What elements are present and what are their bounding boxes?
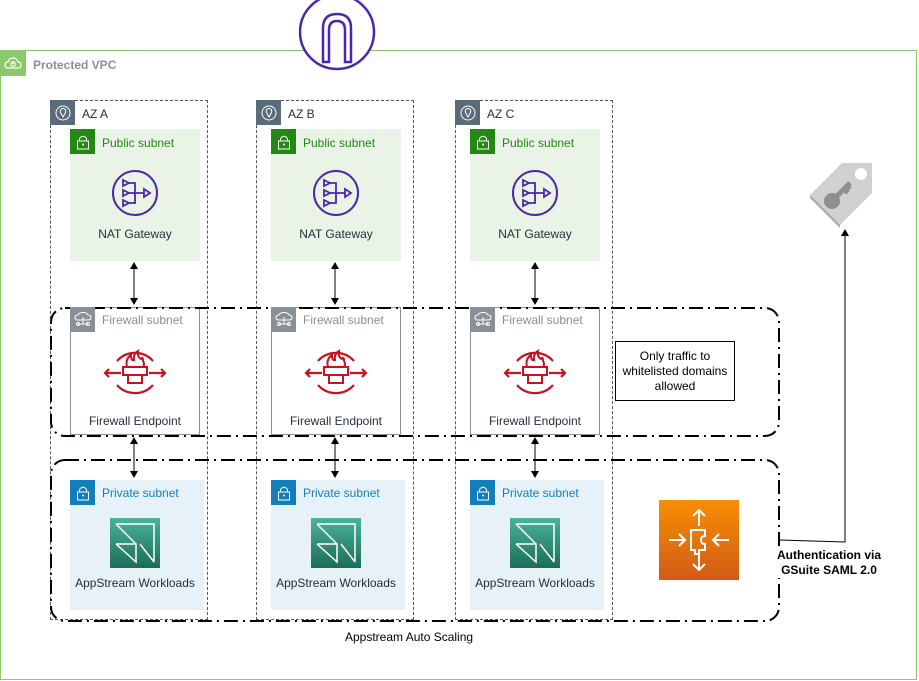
public-subnet-lock-icon <box>470 129 495 154</box>
firewall-subnet-label: Firewall subnet <box>502 313 583 327</box>
public-subnet-lock-icon <box>271 129 296 154</box>
firewall-endpoint-label: Firewall Endpoint <box>488 414 582 428</box>
appstream-label: AppStream Workloads <box>75 576 195 590</box>
auth-connector <box>779 229 849 543</box>
key-tag-icon <box>808 155 888 235</box>
az-pin-icon <box>256 100 281 125</box>
auth-line: GSuite SAML 2.0 <box>781 563 877 577</box>
nat-gateway-icon <box>510 168 560 223</box>
private-subnet-lock-icon <box>470 480 495 505</box>
nat-gateway-icon <box>311 168 361 223</box>
private-subnet-lock-icon <box>271 480 296 505</box>
vpc-cloud-lock-icon <box>0 50 26 76</box>
appstream-label: AppStream Workloads <box>475 576 595 590</box>
appstream-icon <box>510 518 560 573</box>
firewall-subnet-cloud-icon <box>70 307 95 332</box>
az-label: AZ A <box>82 107 109 121</box>
az-pin-icon <box>455 100 480 125</box>
private-subnet-label: Private subnet <box>303 486 380 500</box>
firewall-endpoint-label: Firewall Endpoint <box>289 414 383 428</box>
az-a-container <box>50 100 208 620</box>
internet-gateway-icon <box>297 0 377 77</box>
appstream-icon <box>311 518 361 573</box>
firewall-subnet-label: Firewall subnet <box>102 313 183 327</box>
nat-gateway-icon <box>110 168 160 223</box>
nat-gateway-label: NAT Gateway <box>299 227 373 241</box>
nat-gateway-label: NAT Gateway <box>498 227 572 241</box>
auto-scaling-group-label: Appstream Auto Scaling <box>345 630 474 644</box>
private-subnet-label: Private subnet <box>102 486 179 500</box>
vpc-label: Protected VPC <box>33 58 117 72</box>
note-line: allowed <box>654 378 696 393</box>
firewall-subnet-cloud-icon <box>271 307 296 332</box>
private-subnet-lock-icon <box>70 480 95 505</box>
public-subnet-label: Public subnet <box>502 136 575 150</box>
auto-scaling-icon <box>659 500 739 585</box>
az-label: AZ B <box>288 107 315 121</box>
az-pin-icon <box>50 100 75 125</box>
firewall-endpoint-icon <box>503 341 567 410</box>
firewall-subnet-cloud-icon <box>470 307 495 332</box>
vpc-container <box>0 50 917 680</box>
auth-line: Authentication via <box>777 548 882 562</box>
public-subnet-label: Public subnet <box>102 136 175 150</box>
appstream-icon <box>110 518 160 573</box>
az-b-container <box>256 100 414 620</box>
note-line: Only traffic to <box>639 348 711 363</box>
az-c-container <box>455 100 613 620</box>
appstream-label: AppStream Workloads <box>276 576 396 590</box>
public-subnet-lock-icon <box>70 129 95 154</box>
nat-gateway-label: NAT Gateway <box>98 227 172 241</box>
firewall-endpoint-icon <box>103 341 167 410</box>
firewall-subnet-label: Firewall subnet <box>303 313 384 327</box>
autoscaling-group-border <box>50 459 780 622</box>
firewall-group-border <box>50 307 780 437</box>
public-subnet-label: Public subnet <box>303 136 376 150</box>
firewall-endpoint-label: Firewall Endpoint <box>88 414 182 428</box>
firewall-endpoint-icon <box>304 341 368 410</box>
az-label: AZ C <box>487 107 515 121</box>
note-line: whitelisted domains <box>622 363 728 378</box>
private-subnet-label: Private subnet <box>502 486 579 500</box>
